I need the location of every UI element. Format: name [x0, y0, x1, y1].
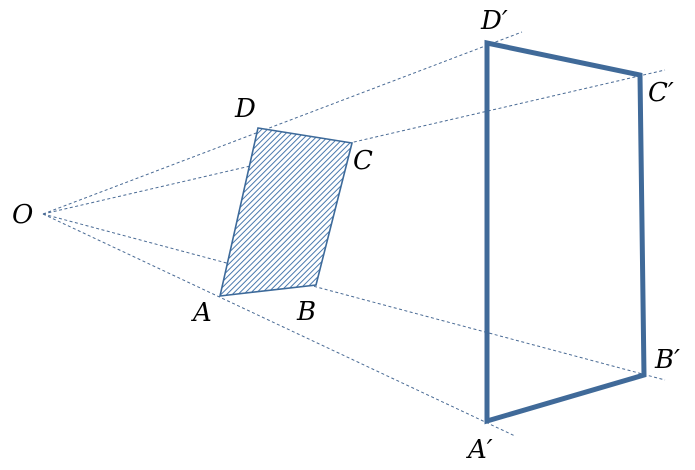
label-a: A	[191, 298, 212, 328]
ray-o-a	[42, 213, 516, 437]
label-b-prime: B′	[654, 345, 680, 375]
quadrilateral-a-prime-b-prime-c-prime-d-prime	[484, 39, 647, 425]
label-b: B	[296, 297, 316, 327]
ray-o-b	[42, 213, 666, 381]
ray-o-d	[42, 31, 523, 215]
label-d-prime: D′	[480, 6, 508, 36]
label-c-prime: C′	[648, 78, 674, 108]
label-c: C	[353, 146, 373, 176]
quadrilateral-abcd	[218, 127, 353, 297]
ray-o-c	[42, 69, 666, 215]
label-d: D	[234, 94, 256, 124]
label-o: O	[12, 200, 33, 230]
label-a-prime: A′	[466, 435, 493, 465]
